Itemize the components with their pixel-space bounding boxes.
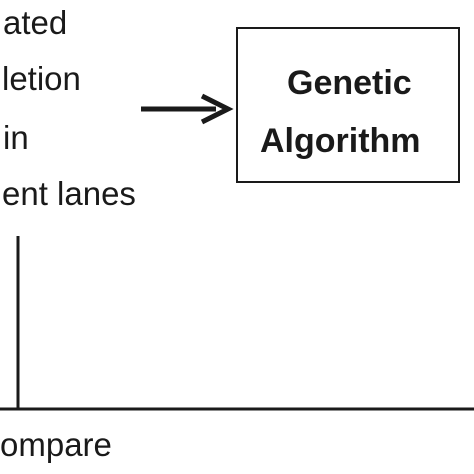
left-label-line-4: ent lanes [2, 175, 136, 212]
box-title-line-2: Algorithm [260, 122, 421, 160]
box-title-line-1: Genetic [287, 64, 412, 102]
left-label-line-1: ated [3, 4, 68, 41]
left-label-line-3: in [3, 119, 29, 156]
bottom-label: ompare [0, 426, 112, 463]
genetic-algorithm-box: Genetic Algorithm [236, 27, 460, 183]
left-label-line-2: letion [2, 60, 81, 97]
arrow-head [200, 93, 234, 125]
